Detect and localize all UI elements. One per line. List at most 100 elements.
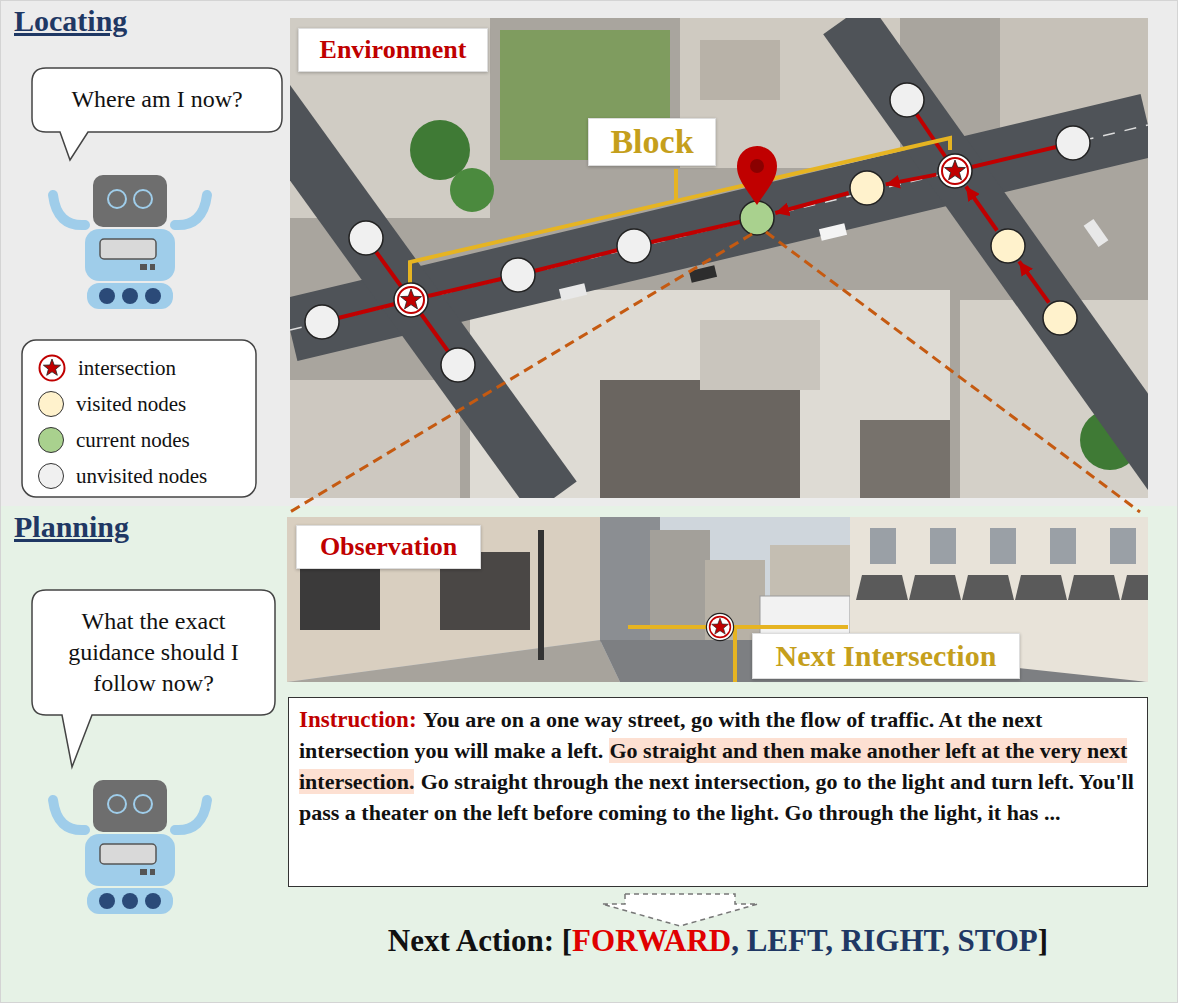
legend-row: intersection bbox=[38, 354, 176, 382]
route-arrow bbox=[775, 193, 848, 213]
action-line: Next Action: [FORWARD, LEFT, RIGHT, STOP… bbox=[288, 923, 1148, 959]
bubble-outline bbox=[32, 68, 282, 160]
car bbox=[819, 223, 847, 241]
legend-box bbox=[22, 340, 256, 497]
route-arrow bbox=[886, 175, 937, 185]
legend-swatch bbox=[38, 391, 64, 417]
window bbox=[1050, 528, 1076, 564]
lane-marking bbox=[290, 125, 1148, 330]
robot-icon bbox=[53, 780, 207, 914]
visited-node bbox=[1043, 301, 1077, 335]
intersection-node bbox=[938, 154, 972, 188]
unvisited-node bbox=[305, 305, 339, 339]
legend-text: intersection bbox=[78, 356, 176, 381]
action-text: , LEFT, RIGHT, STOP bbox=[731, 923, 1038, 958]
speech-bubble: Where am I now? bbox=[32, 68, 282, 132]
car bbox=[1084, 219, 1109, 247]
section-heading: Locating bbox=[14, 4, 127, 38]
tag-text: Environment bbox=[320, 35, 467, 65]
building bbox=[700, 40, 780, 100]
awning bbox=[962, 575, 1014, 600]
legend-row: current nodes bbox=[38, 426, 190, 454]
legend-row: visited nodes bbox=[38, 390, 186, 418]
visited-node bbox=[991, 229, 1025, 263]
window bbox=[870, 528, 896, 564]
instruction-heading: Instruction: bbox=[299, 707, 417, 732]
unvisited-node bbox=[501, 258, 535, 292]
title-tag: Environment bbox=[298, 28, 488, 72]
location-pin bbox=[737, 146, 777, 205]
awning bbox=[1068, 575, 1120, 600]
legend-row: unvisited nodes bbox=[38, 462, 207, 490]
window bbox=[990, 528, 1016, 564]
intersection-icon bbox=[43, 359, 60, 375]
intersection-icon bbox=[40, 356, 65, 381]
zoom-line bbox=[290, 234, 752, 512]
chosen-action: FORWARD bbox=[572, 923, 731, 958]
planning-band bbox=[0, 506, 1178, 1003]
instruction-text: Go straight through the next intersectio… bbox=[299, 769, 1134, 825]
action-text: ] bbox=[1038, 923, 1048, 958]
intersection-marker-line bbox=[733, 627, 737, 682]
tag-text: Next Intersection bbox=[776, 639, 997, 673]
car bbox=[559, 283, 587, 301]
tag-text: Observation bbox=[320, 532, 457, 562]
location-pin bbox=[750, 159, 764, 173]
pole bbox=[538, 530, 544, 660]
block-bracket bbox=[674, 169, 678, 201]
route-line bbox=[955, 143, 1073, 171]
building bbox=[290, 380, 460, 498]
building-shadow bbox=[600, 380, 800, 498]
zoom-line bbox=[766, 232, 1140, 512]
robot-icon bbox=[53, 175, 207, 309]
visited-node bbox=[850, 171, 884, 205]
legend-text: current nodes bbox=[76, 428, 190, 453]
intersection-tag: Next Intersection bbox=[752, 633, 1020, 679]
bubble-text: What the exact guidance should I follow … bbox=[54, 606, 253, 700]
intersection-icon bbox=[38, 354, 66, 382]
legend-swatch bbox=[38, 463, 64, 489]
tree bbox=[450, 168, 494, 212]
section-heading: Planning bbox=[14, 510, 129, 544]
legend-swatch bbox=[38, 427, 64, 453]
awning bbox=[1121, 575, 1148, 600]
route-arrow bbox=[1019, 261, 1049, 302]
block-tag: Block bbox=[588, 118, 716, 166]
speech-bubble: What the exact guidance should I follow … bbox=[32, 590, 275, 715]
bubble-outline bbox=[32, 590, 275, 767]
cross-street bbox=[846, 18, 1148, 498]
aerial-map bbox=[290, 18, 1148, 498]
awning bbox=[1015, 575, 1067, 600]
awning bbox=[909, 575, 961, 600]
current-node bbox=[740, 201, 774, 235]
legend: intersection visited nodes current nodes un… bbox=[22, 340, 256, 497]
tag-text: Block bbox=[610, 123, 693, 161]
unvisited-node bbox=[617, 229, 651, 263]
building-shadow bbox=[860, 420, 950, 498]
intersection-marker-line bbox=[628, 625, 848, 629]
instruction-box: Instruction:You are on a one way street,… bbox=[288, 697, 1148, 887]
building bbox=[700, 320, 820, 390]
window bbox=[930, 528, 956, 564]
unvisited-node bbox=[890, 83, 924, 117]
awning bbox=[856, 575, 908, 600]
legend-text: unvisited nodes bbox=[76, 464, 207, 489]
route-arrow bbox=[966, 187, 997, 231]
sidewalk bbox=[287, 640, 620, 682]
intersection-node bbox=[706, 613, 733, 640]
unvisited-node bbox=[1056, 126, 1090, 160]
legend-text: visited nodes bbox=[76, 392, 186, 417]
window bbox=[1110, 528, 1136, 564]
bubble-text: Where am I now? bbox=[71, 84, 242, 115]
intersection-node bbox=[394, 283, 428, 317]
action-text: Next Action: [ bbox=[388, 923, 572, 958]
unvisited-node bbox=[441, 348, 475, 382]
locating-band bbox=[0, 0, 1178, 506]
unvisited-node bbox=[349, 221, 383, 255]
sky bbox=[287, 517, 1148, 682]
down-arrow bbox=[602, 894, 758, 926]
title-tag: Observation bbox=[296, 525, 481, 569]
street-view bbox=[287, 517, 1148, 682]
